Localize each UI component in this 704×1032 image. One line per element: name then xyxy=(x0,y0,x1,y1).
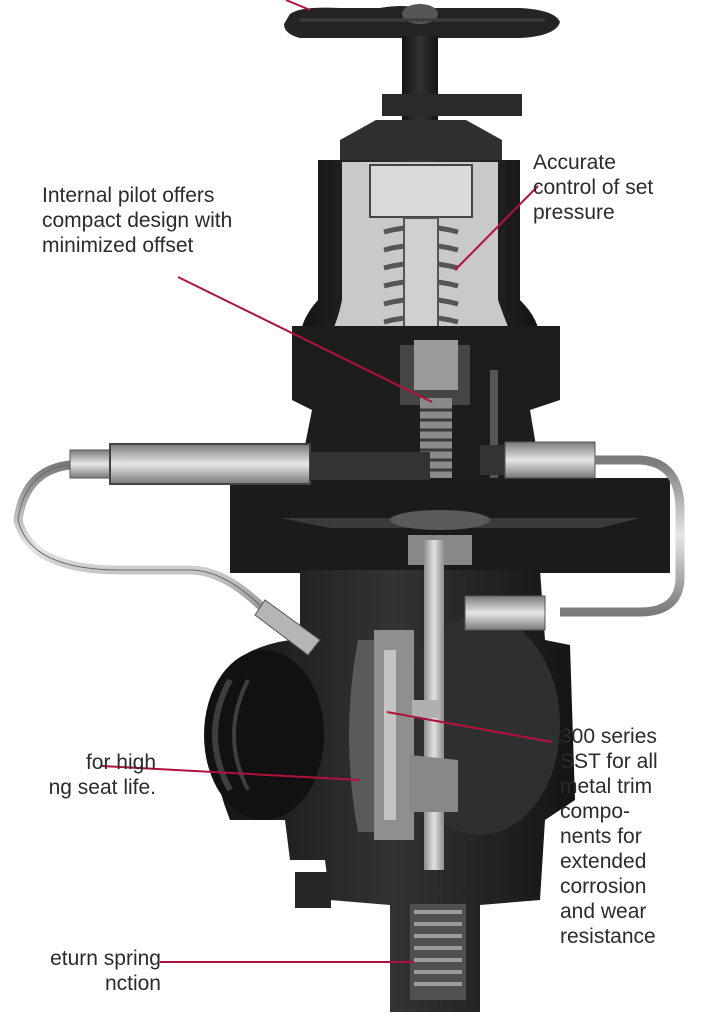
leader-accurate xyxy=(454,185,539,271)
leader-handwheel xyxy=(285,0,311,11)
left-tubing xyxy=(13,443,430,656)
diaphragm-casing xyxy=(230,478,670,573)
pilot-spring xyxy=(420,408,452,472)
pilot-housing xyxy=(292,326,560,490)
leader-seat xyxy=(101,765,361,781)
right-tubing xyxy=(464,441,685,631)
callout-return-spring: eturn spring nction xyxy=(50,947,161,995)
spring-button xyxy=(403,217,439,339)
left-tube-fitting xyxy=(254,599,321,656)
callout-sst-trim: 300 series SST for all metal trim compo-… xyxy=(560,725,658,948)
callout-internal-pilot: Internal pilot offers compact design wit… xyxy=(42,184,233,257)
seat-assembly xyxy=(349,630,458,840)
callout-seat-life: for high ng seat life. xyxy=(48,751,156,799)
leader-sst xyxy=(386,711,553,743)
callout-accurate-control: Accurate control of set pressure xyxy=(533,151,654,224)
leader-pilot xyxy=(177,276,433,403)
return-spring xyxy=(410,904,466,1000)
handwheel xyxy=(284,4,560,38)
leader-lines xyxy=(101,0,553,963)
